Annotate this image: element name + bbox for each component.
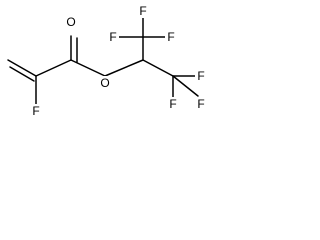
bond-ccarbonyl-oester xyxy=(70,59,106,77)
bond-calpha-ccarbonyl xyxy=(35,59,72,77)
bond-vinyl-double-a xyxy=(7,59,37,77)
atom-f-cf3top-top: F xyxy=(139,4,146,18)
chemical-structure: O O F F F F F F F xyxy=(7,4,207,118)
atom-f-cf3top-right: F xyxy=(167,30,174,44)
atom-f-cf3bottom-right: F xyxy=(197,69,204,83)
bond-ch-cf3-bottom xyxy=(142,59,174,77)
atom-o-ester: O xyxy=(100,76,109,90)
bond-oester-ch xyxy=(104,59,144,77)
bond-lines xyxy=(7,15,199,105)
bond-cf3bottom-f-bottom xyxy=(172,75,199,97)
atom-f-vinyl: F xyxy=(32,104,39,118)
atom-o-carbonyl: O xyxy=(66,15,75,29)
atom-f-cf3bottom-left: F xyxy=(169,97,176,111)
atom-f-cf3bottom-bottom: F xyxy=(197,97,204,111)
bond-vinyl-double-b xyxy=(9,66,35,82)
structure-canvas: O O F F F F F F F xyxy=(0,0,220,158)
atom-f-cf3top-left: F xyxy=(109,30,116,44)
atom-labels: O O F F F F F F F xyxy=(30,4,207,118)
